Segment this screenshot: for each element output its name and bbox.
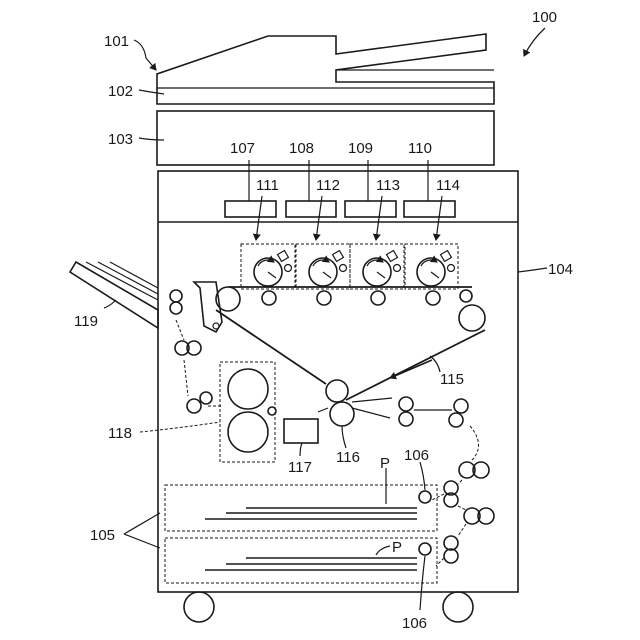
label-103: 103 bbox=[108, 131, 133, 148]
label-115: 115 bbox=[440, 371, 464, 388]
wheels bbox=[184, 592, 473, 622]
label-108: 108 bbox=[289, 140, 314, 157]
secondary-transfer bbox=[318, 398, 392, 426]
label-111: 111 bbox=[256, 177, 279, 194]
label-118: 118 bbox=[108, 425, 132, 442]
label-109: 109 bbox=[348, 140, 373, 157]
left-paper-path bbox=[170, 290, 222, 413]
label-119: 119 bbox=[74, 313, 98, 330]
label-110: 110 bbox=[408, 140, 432, 157]
image-forming-units bbox=[241, 244, 458, 289]
label-113: 113 bbox=[376, 177, 400, 194]
label-p-lower: P bbox=[392, 539, 402, 556]
fixing-unit bbox=[220, 362, 276, 462]
label-p-upper: P bbox=[380, 455, 390, 472]
reference-labels: 100 101 102 103 107 108 109 110 111 112 … bbox=[74, 9, 573, 632]
laser-arrows bbox=[256, 196, 442, 240]
label-104: 104 bbox=[548, 261, 573, 278]
right-paper-path bbox=[399, 397, 494, 566]
document-feeder bbox=[157, 34, 494, 104]
label-116: 116 bbox=[336, 449, 360, 466]
label-117: 117 bbox=[288, 459, 312, 476]
label-105: 105 bbox=[90, 527, 115, 544]
label-101: 101 bbox=[104, 33, 129, 50]
label-114: 114 bbox=[436, 177, 460, 194]
label-100: 100 bbox=[532, 9, 557, 26]
belt-cleaner bbox=[194, 282, 222, 332]
label-107: 107 bbox=[230, 140, 255, 157]
label-102: 102 bbox=[108, 83, 133, 100]
scanner-unit bbox=[157, 111, 494, 165]
primary-transfer-rollers bbox=[262, 290, 472, 305]
label-106-lower: 106 bbox=[402, 615, 427, 632]
label-112: 112 bbox=[316, 177, 340, 194]
toner-box bbox=[284, 419, 318, 443]
paper-cassettes bbox=[165, 485, 437, 583]
label-106-upper: 106 bbox=[404, 447, 429, 464]
